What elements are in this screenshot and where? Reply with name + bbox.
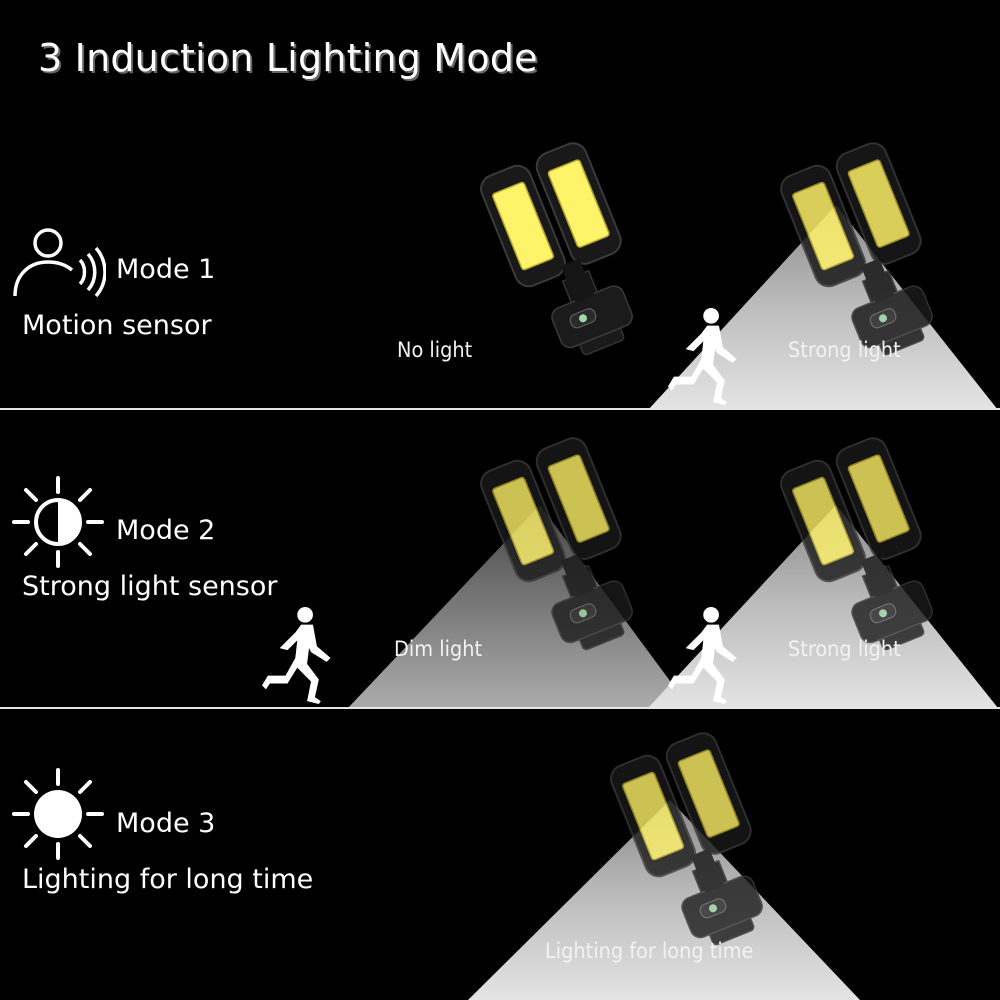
mode2-label: Mode 2 xyxy=(116,515,216,546)
motion-sensor-icon xyxy=(13,228,106,298)
mode2-description: Strong light sensor xyxy=(22,571,278,602)
page-title: 3 Induction Lighting Mode xyxy=(38,36,538,80)
mode2-beam-dim xyxy=(348,505,690,708)
sun-icon xyxy=(12,768,104,860)
mode1-caption-strong-light: Strong light xyxy=(788,338,901,362)
mode1-lamp-off xyxy=(475,138,658,370)
mode3-caption-long-time: Lighting for long time xyxy=(545,939,754,963)
mode2-caption-dim-light: Dim light xyxy=(394,637,483,661)
mode3-description: Lighting for long time xyxy=(22,864,314,895)
mode1-caption-no-light: No light xyxy=(397,338,473,362)
mode2-caption-strong-light: Strong light xyxy=(788,637,901,661)
row-divider-2 xyxy=(0,707,1000,709)
half-sun-icon xyxy=(12,476,104,568)
mode2-runner-left xyxy=(262,607,331,705)
row-divider-1 xyxy=(0,408,1000,410)
mode1-description: Motion sensor xyxy=(22,310,212,341)
mode1-label: Mode 1 xyxy=(116,254,216,285)
mode3-label: Mode 3 xyxy=(116,808,216,839)
mode3-beam xyxy=(468,800,860,1000)
